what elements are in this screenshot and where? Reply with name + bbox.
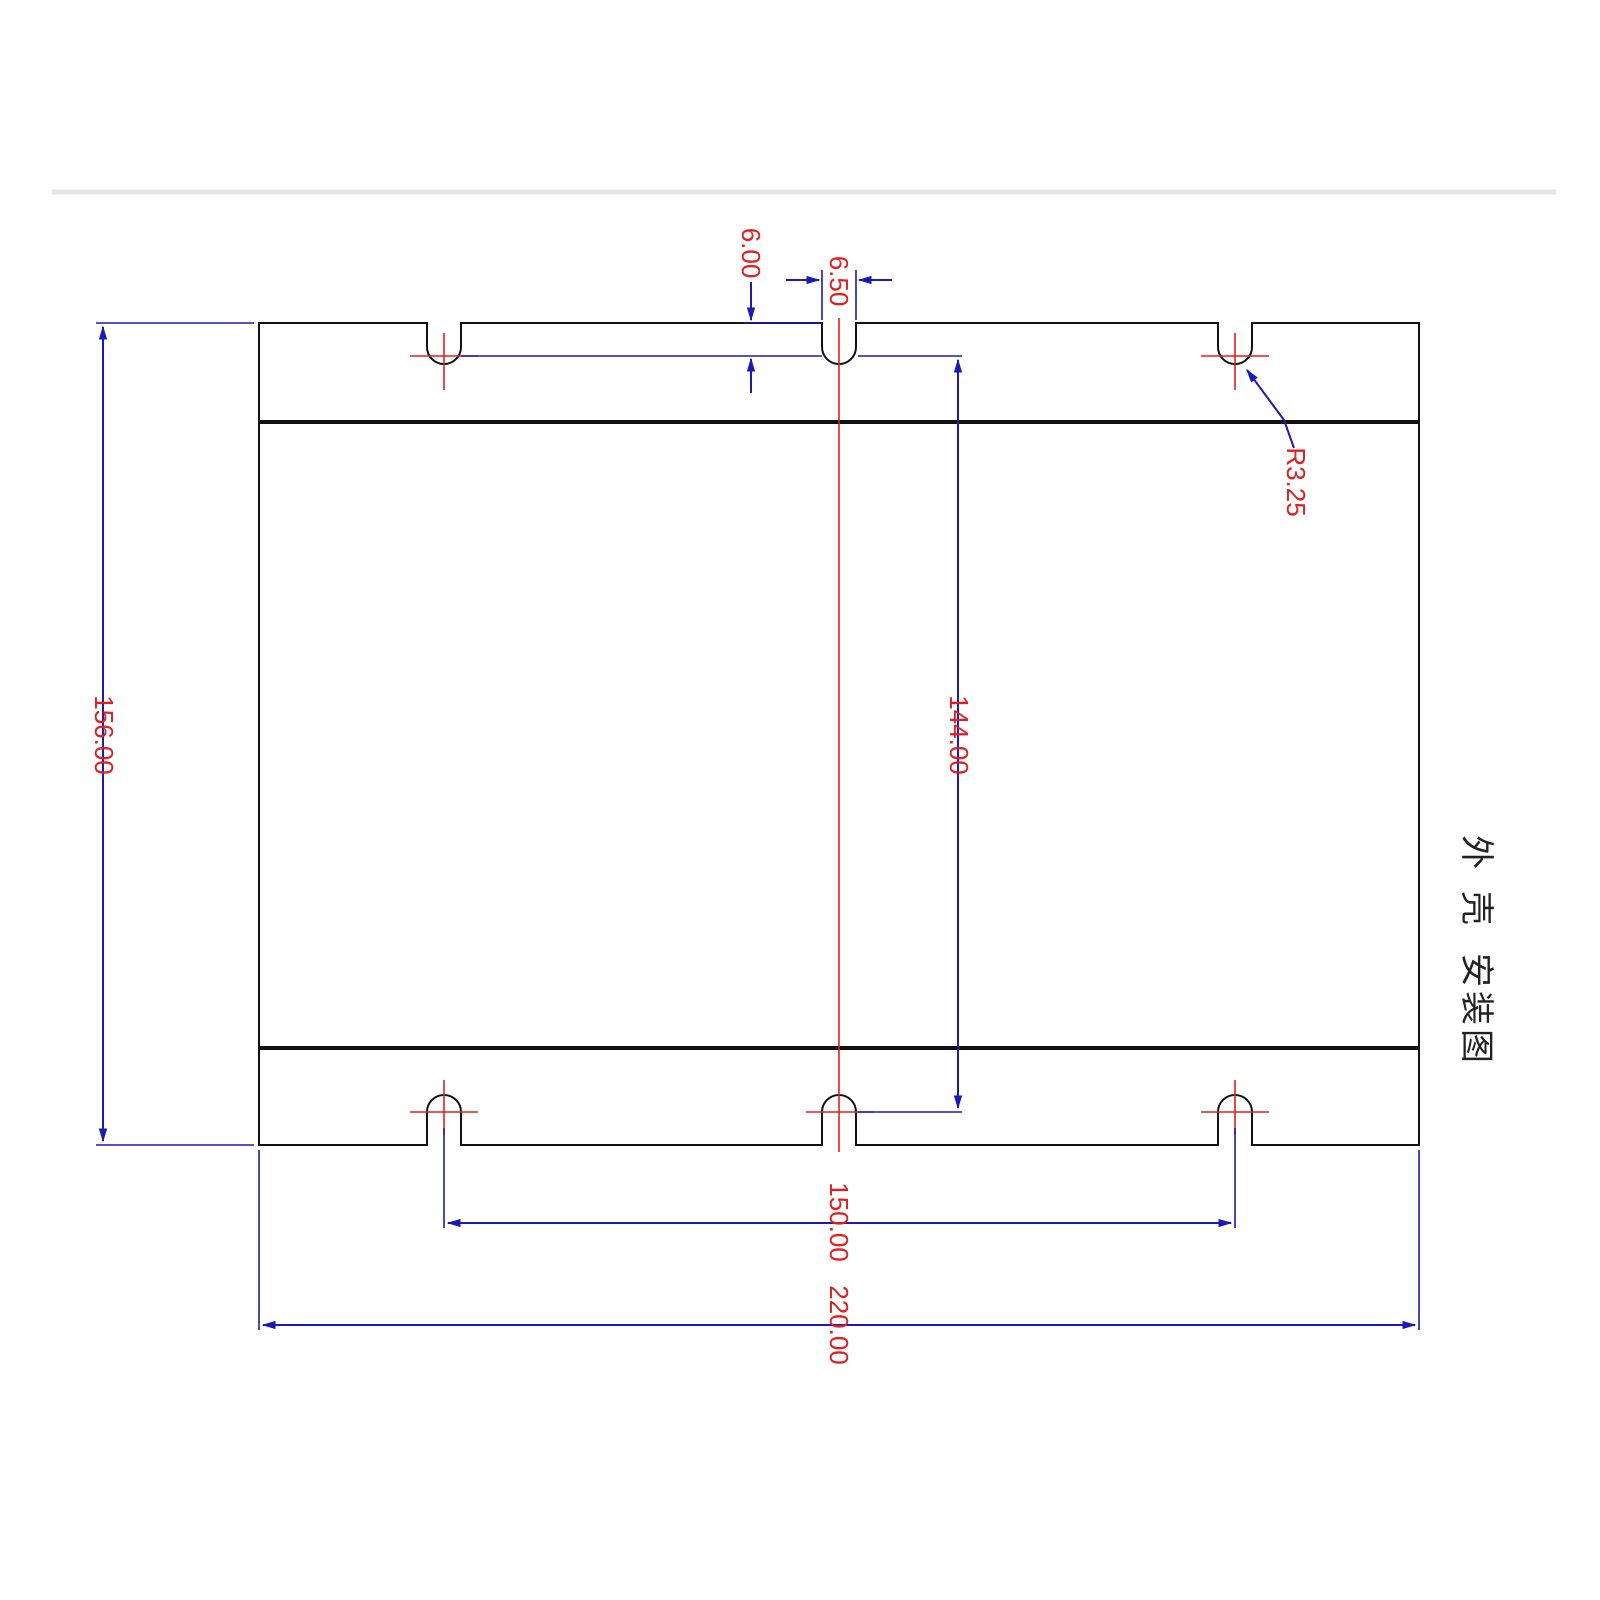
dim-hole-spacing-horizontal bbox=[443, 1128, 1236, 1228]
dim-slot-width bbox=[786, 270, 892, 320]
title-char-1: 外 bbox=[1456, 835, 1496, 869]
dim-hole-spacing-vertical bbox=[858, 355, 963, 1113]
center-mark-bottom-left bbox=[410, 1080, 478, 1135]
dim-overall-width bbox=[258, 1150, 1420, 1330]
title-char-3: 安 bbox=[1456, 953, 1496, 987]
title-char-2: 壳 bbox=[1456, 891, 1496, 925]
hole-center-marks bbox=[410, 333, 1269, 1135]
dim-radius-leader bbox=[1246, 368, 1295, 449]
dim-slot-depth bbox=[461, 282, 822, 393]
center-mark-top-left bbox=[410, 333, 478, 390]
title-char-5: 图 bbox=[1456, 1029, 1496, 1063]
title-char-4: 装 bbox=[1456, 991, 1496, 1025]
label-radius: R3.25 bbox=[1281, 447, 1311, 516]
dim-overall-height bbox=[96, 322, 254, 1146]
center-mark-bottom-right bbox=[1201, 1080, 1269, 1135]
label-overall-height: 156.00 bbox=[89, 695, 119, 775]
label-slot-width: 6.50 bbox=[824, 256, 854, 307]
label-hole-spacing-horizontal: 150.00 bbox=[824, 1182, 854, 1262]
drawing-title: 外 壳 安 装 图 bbox=[1456, 835, 1496, 1063]
label-hole-spacing-vertical: 144.00 bbox=[944, 695, 974, 775]
center-mark-top-right bbox=[1201, 333, 1269, 390]
label-overall-width: 220.00 bbox=[824, 1285, 854, 1365]
label-slot-depth: 6.00 bbox=[736, 228, 766, 279]
housing-outline bbox=[258, 322, 1420, 1146]
